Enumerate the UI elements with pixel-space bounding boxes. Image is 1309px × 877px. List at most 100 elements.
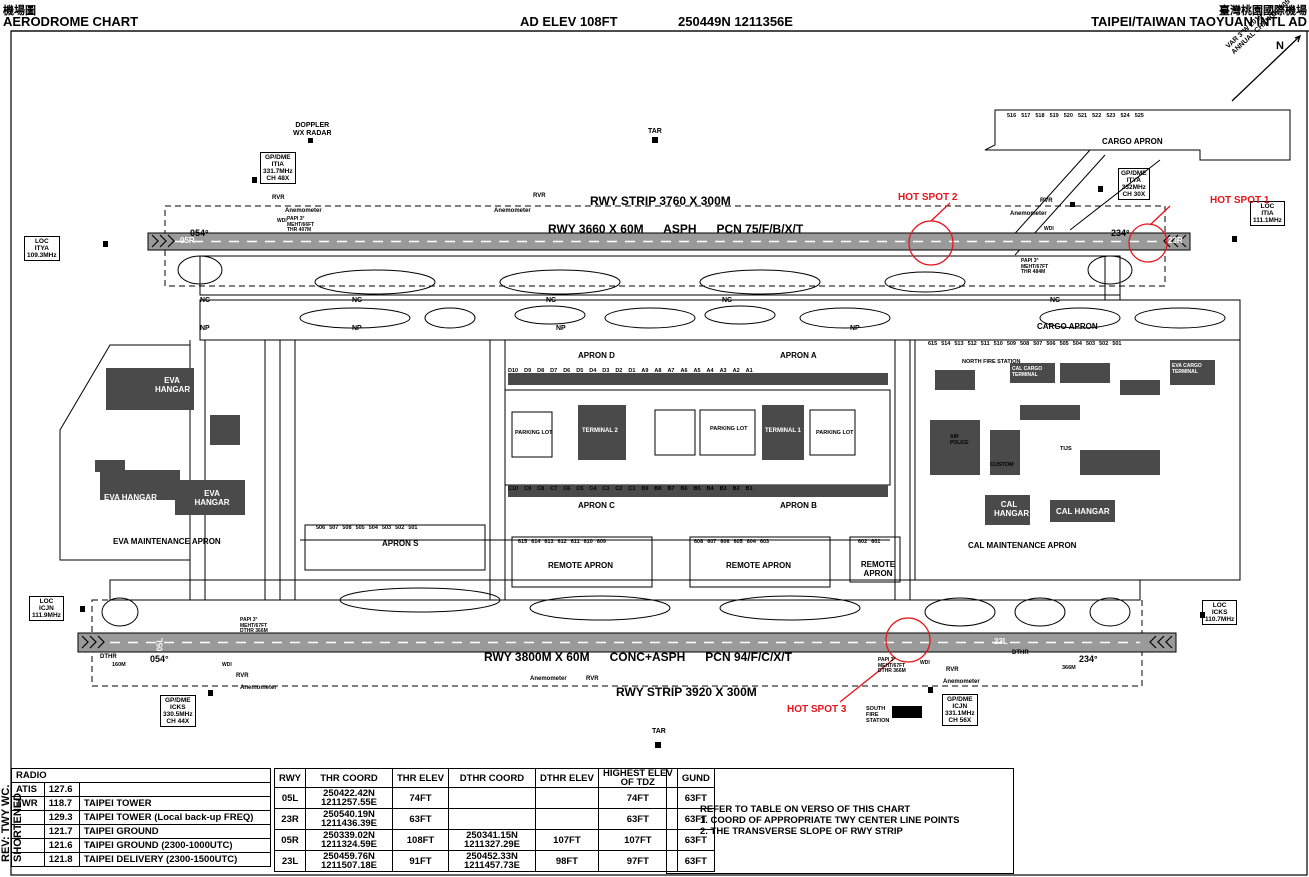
twy-nc-5: NC [1050,297,1061,304]
heading-054-north: 054° [190,228,209,238]
rwy-cell-thr: 250339.02N 1211324.59E [305,829,393,851]
rwy-cell-rwy: 23R [274,808,306,830]
heading-054-south: 054° [150,654,169,664]
distance-366m: 366M [1062,665,1076,671]
eva-maintenance-apron-label: EVA MAINTENANCE APRON [113,537,221,546]
stand-number: B2 [732,486,740,492]
stand-number: D7 [550,368,558,374]
stand-number: D1 [628,368,636,374]
rwy-cell-dthr: 250341.15N 1211327.29E [447,829,536,851]
stand-number: A5 [693,368,701,374]
eva-area [59,344,191,561]
stand-number: 514 [941,341,951,347]
aerodrome-reference-point: 250449N 1211356E [678,14,793,29]
terminal-1-label: TERMINAL 1 [765,428,801,434]
apron-d-label: APRON D [578,351,615,360]
stand-number: 614 [531,539,541,545]
wdi-se: WDI [920,660,930,666]
terminal-2-building [578,405,626,460]
stand-number: 512 [967,341,977,347]
cal-area [914,339,1241,581]
radio-header: RADIO [11,768,271,783]
stand-number: 521 [1077,113,1088,119]
rwy-cell-rwy: 05R [274,829,306,851]
radio-name [78,782,272,797]
stand-number: 502 [1099,341,1109,347]
stand-number: 609 [596,539,606,545]
stand-number: 503 [1085,341,1096,347]
stand-number: 524 [1120,113,1130,119]
remote-apron-right-label: REMOTE APRON [860,560,896,578]
anemometer-5: Anemometer [240,685,277,691]
stand-number: C7 [550,486,558,492]
remote-apron-left-label: REMOTE APRON [548,561,614,570]
stand-number: C4 [589,486,597,492]
radio-freq: 127.6 [43,782,80,797]
stand-number: C9 [524,486,532,492]
rwy-table-header: DTHR COORD [447,768,536,788]
rvr-south-3: RVR [946,667,959,673]
anemometer-2: Anemometer [494,208,531,214]
wdi-north: WDI [277,218,287,224]
stand-number: A8 [654,368,662,374]
south-runway-label: RWY 3800M X 60M CONC+ASPH PCN 94/F/C/X/T [484,650,792,664]
twy-nc-2: NC [352,297,363,304]
dthr-sw: DTHR [100,654,117,660]
hot-spot-2-label: HOT SPOT 2 [898,192,958,203]
wdi-ne: WDI [1044,226,1054,232]
anemometer-6: Anemometer [943,679,980,685]
rwy-cell-thr: 250540.19N 1211436.39E [305,808,393,830]
north-arrow [1231,34,1302,102]
radio-freq: 121.6 [43,838,80,853]
hot-spot-3-marker [885,617,931,663]
rwy-cell-gund: 63FT [676,850,715,872]
rwy-cell-dthr_elev: 98FT [534,850,599,872]
note-line: REFER TO TABLE ON VERSO OF THIS CHART [700,804,911,815]
stand-number: C5 [576,486,584,492]
stand-number: B9 [641,486,649,492]
stand-number: A3 [719,368,727,374]
rwy-cell-dthr_elev: 107FT [534,829,599,851]
note-line: 1. COORD OF APPROPRIATE TWY CENTER LINE … [700,815,960,826]
custom-label: CUSTOM [990,462,1014,468]
stand-number: 519 [1049,113,1059,119]
stand-number: 518 [1035,113,1045,119]
stand-number: 615 [518,539,528,545]
stand-number: D9 [524,368,532,374]
stand-number: D8 [537,368,545,374]
twy-np-3: NP [556,325,566,332]
anemometer-3: Anemometer [1010,211,1047,217]
stand-number: 525 [1134,113,1144,119]
north-label: N [1276,40,1284,52]
stand-number: 517 [1021,113,1031,119]
note-line: 2. THE TRANSVERSE SLOPE OF RWY STRIP [700,826,903,837]
stand-number: 602 [858,539,868,545]
twy-np-4: NP [850,325,860,332]
radio-name: TAIPEI TOWER [78,796,272,811]
south-runway [77,632,1177,653]
heading-234-south: 234° [1079,654,1098,664]
stand-number: 612 [557,539,567,545]
stand-number: C8 [537,486,545,492]
distance-160m: 160M [112,662,126,668]
stand-number: 507 [1033,341,1043,347]
tar-south: TAR [652,728,666,735]
anemometer-4: Anemometer [530,676,567,682]
stand-number: 522 [1092,113,1102,119]
north-strip-label: RWY STRIP 3760 X 300M [590,194,731,208]
stand-number: 513 [954,341,964,347]
rwy-cell-dthr_elev [534,787,599,809]
cal-hangar-label: CAL HANGAR [994,500,1030,518]
rwy-table-header: RWY [274,768,306,788]
stand-number: A2 [732,368,740,374]
